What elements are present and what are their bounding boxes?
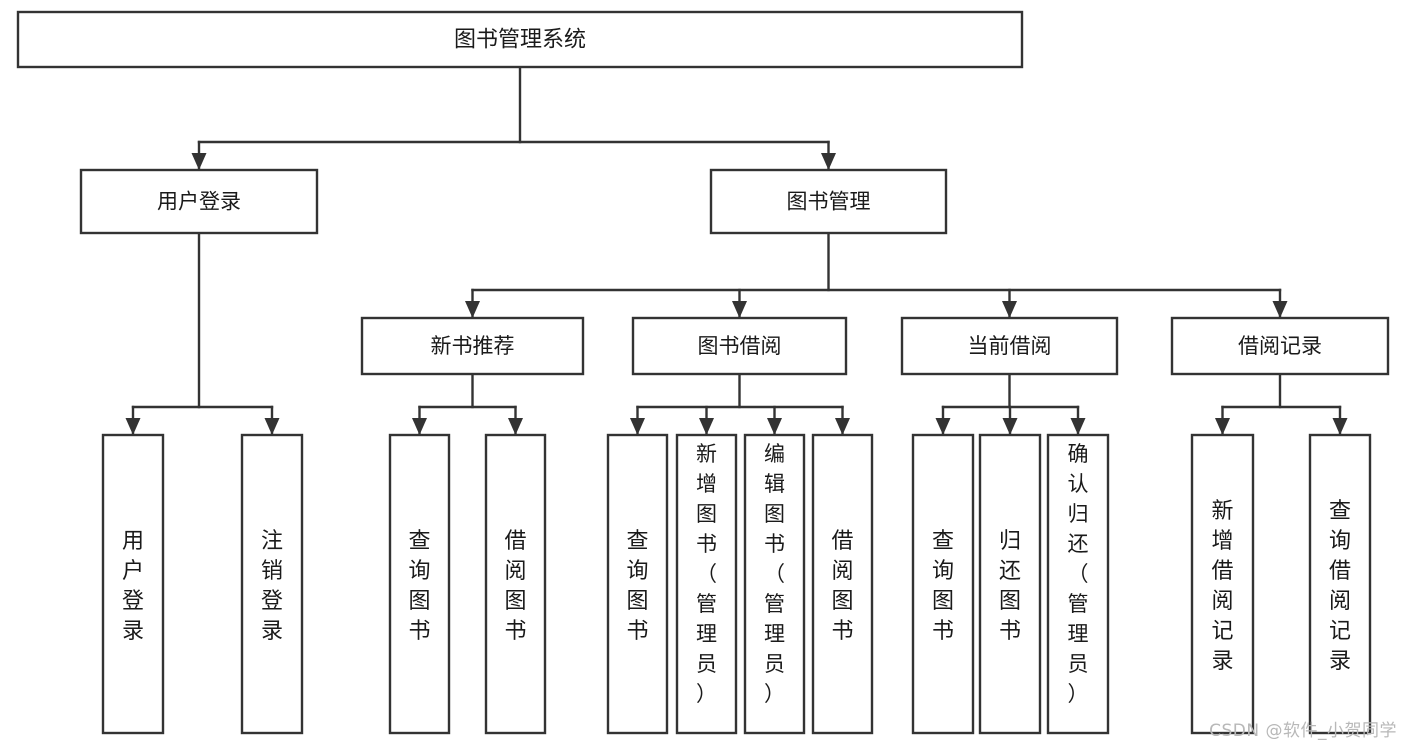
node-box xyxy=(1046,433,1110,735)
edge-arrowhead xyxy=(732,301,747,318)
edge-arrowhead xyxy=(465,301,480,318)
node-leaf-user-login[interactable]: 用户登录 xyxy=(101,433,165,735)
edge-arrowhead xyxy=(264,418,280,435)
node-label-vertical: 借阅图书 xyxy=(831,529,853,644)
node-label-vertical: 编辑图书（管理员） xyxy=(764,442,785,706)
node-new-book-rec[interactable]: 新书推荐 xyxy=(360,316,585,376)
node-leaf-borrow-book-1[interactable]: 借阅图书 xyxy=(484,433,547,735)
edge-arrowhead xyxy=(1272,301,1288,318)
node-label-vertical: 新增借阅记录 xyxy=(1211,499,1233,674)
node-label: 图书借阅 xyxy=(698,334,782,358)
node-label-vertical: 查询图书 xyxy=(932,529,954,644)
node-leaf-query-record[interactable]: 查询借阅记录 xyxy=(1308,433,1372,735)
edge-layer xyxy=(125,65,1348,437)
node-box xyxy=(978,433,1042,735)
node-box xyxy=(484,433,547,735)
node-box xyxy=(631,316,848,376)
edge-group-new-book-rec xyxy=(412,372,523,437)
edge-arrowhead xyxy=(821,153,836,170)
node-borrow-record[interactable]: 借阅记录 xyxy=(1170,316,1390,376)
node-box xyxy=(675,433,738,735)
node-box xyxy=(743,433,806,735)
node-current-borrow[interactable]: 当前借阅 xyxy=(900,316,1119,376)
node-leaf-edit-book[interactable]: 编辑图书（管理员） xyxy=(743,433,806,735)
edge-arrowhead xyxy=(1002,418,1018,435)
node-leaf-add-book[interactable]: 新增图书（管理员） xyxy=(675,433,738,735)
node-box xyxy=(360,316,585,376)
node-box xyxy=(79,168,319,235)
node-box xyxy=(101,433,165,735)
edge-arrowhead xyxy=(935,418,951,435)
edge-arrowhead xyxy=(1070,418,1086,435)
edge-arrowhead xyxy=(191,153,207,170)
node-box xyxy=(709,168,948,235)
node-label: 新书推荐 xyxy=(431,334,515,358)
node-label-vertical: 用户登录 xyxy=(122,529,144,644)
node-leaf-borrow-book-2[interactable]: 借阅图书 xyxy=(811,433,874,735)
node-label-vertical: 查询图书 xyxy=(408,529,430,644)
edge-group-book-manage xyxy=(465,231,1288,320)
edge-group-root xyxy=(191,65,836,172)
node-leaf-confirm-return[interactable]: 确认归还（管理员） xyxy=(1046,433,1110,735)
edge-arrowhead xyxy=(699,418,714,435)
node-book-borrow[interactable]: 图书借阅 xyxy=(631,316,848,376)
edge-group-user-login xyxy=(125,231,280,437)
node-label: 图书管理系统 xyxy=(454,28,586,53)
node-label: 当前借阅 xyxy=(968,334,1052,358)
node-label-vertical: 查询借阅记录 xyxy=(1329,499,1351,674)
edge-group-borrow-record xyxy=(1215,372,1348,437)
edge-group-current-borrow xyxy=(935,372,1086,437)
node-box xyxy=(16,10,1024,69)
node-label: 借阅记录 xyxy=(1238,334,1322,358)
node-leaf-query-book-3[interactable]: 查询图书 xyxy=(911,433,975,735)
node-box xyxy=(1190,433,1255,735)
edge-arrowhead xyxy=(412,418,427,435)
node-label: 用户登录 xyxy=(157,190,241,214)
edge-group-book-borrow xyxy=(630,372,850,437)
node-box xyxy=(911,433,975,735)
node-label-vertical: 注销登录 xyxy=(261,529,283,644)
node-leaf-return-book[interactable]: 归还图书 xyxy=(978,433,1042,735)
node-label-vertical: 归还图书 xyxy=(999,529,1021,644)
edge-arrowhead xyxy=(508,418,523,435)
node-label-vertical: 借阅图书 xyxy=(504,529,526,644)
node-layer: 图书管理系统用户登录图书管理新书推荐图书借阅当前借阅借阅记录用户登录注销登录查询… xyxy=(16,10,1390,735)
node-box xyxy=(388,433,451,735)
node-label-vertical: 查询图书 xyxy=(626,529,648,644)
node-box xyxy=(900,316,1119,376)
node-label: 图书管理 xyxy=(787,190,871,214)
edge-arrowhead xyxy=(767,418,782,435)
edge-arrowhead xyxy=(125,418,141,435)
node-book-manage[interactable]: 图书管理 xyxy=(709,168,948,235)
node-box xyxy=(240,433,304,735)
edge-arrowhead xyxy=(1215,418,1230,435)
node-leaf-query-book-1[interactable]: 查询图书 xyxy=(388,433,451,735)
node-leaf-query-book-2[interactable]: 查询图书 xyxy=(606,433,669,735)
edge-arrowhead xyxy=(1002,301,1017,318)
edge-arrowhead xyxy=(630,418,645,435)
csdn-watermark: CSDN @软件_小贺同学 xyxy=(1209,721,1397,741)
node-label-vertical: 新增图书（管理员） xyxy=(696,442,717,706)
node-box xyxy=(606,433,669,735)
node-box xyxy=(1170,316,1390,376)
edge-arrowhead xyxy=(835,418,850,435)
node-root[interactable]: 图书管理系统 xyxy=(16,10,1024,69)
node-leaf-logout[interactable]: 注销登录 xyxy=(240,433,304,735)
node-user-login[interactable]: 用户登录 xyxy=(79,168,319,235)
node-leaf-add-record[interactable]: 新增借阅记录 xyxy=(1190,433,1255,735)
node-box xyxy=(1308,433,1372,735)
node-box xyxy=(811,433,874,735)
node-label-vertical: 确认归还（管理员） xyxy=(1068,442,1089,706)
edge-arrowhead xyxy=(1332,418,1348,435)
